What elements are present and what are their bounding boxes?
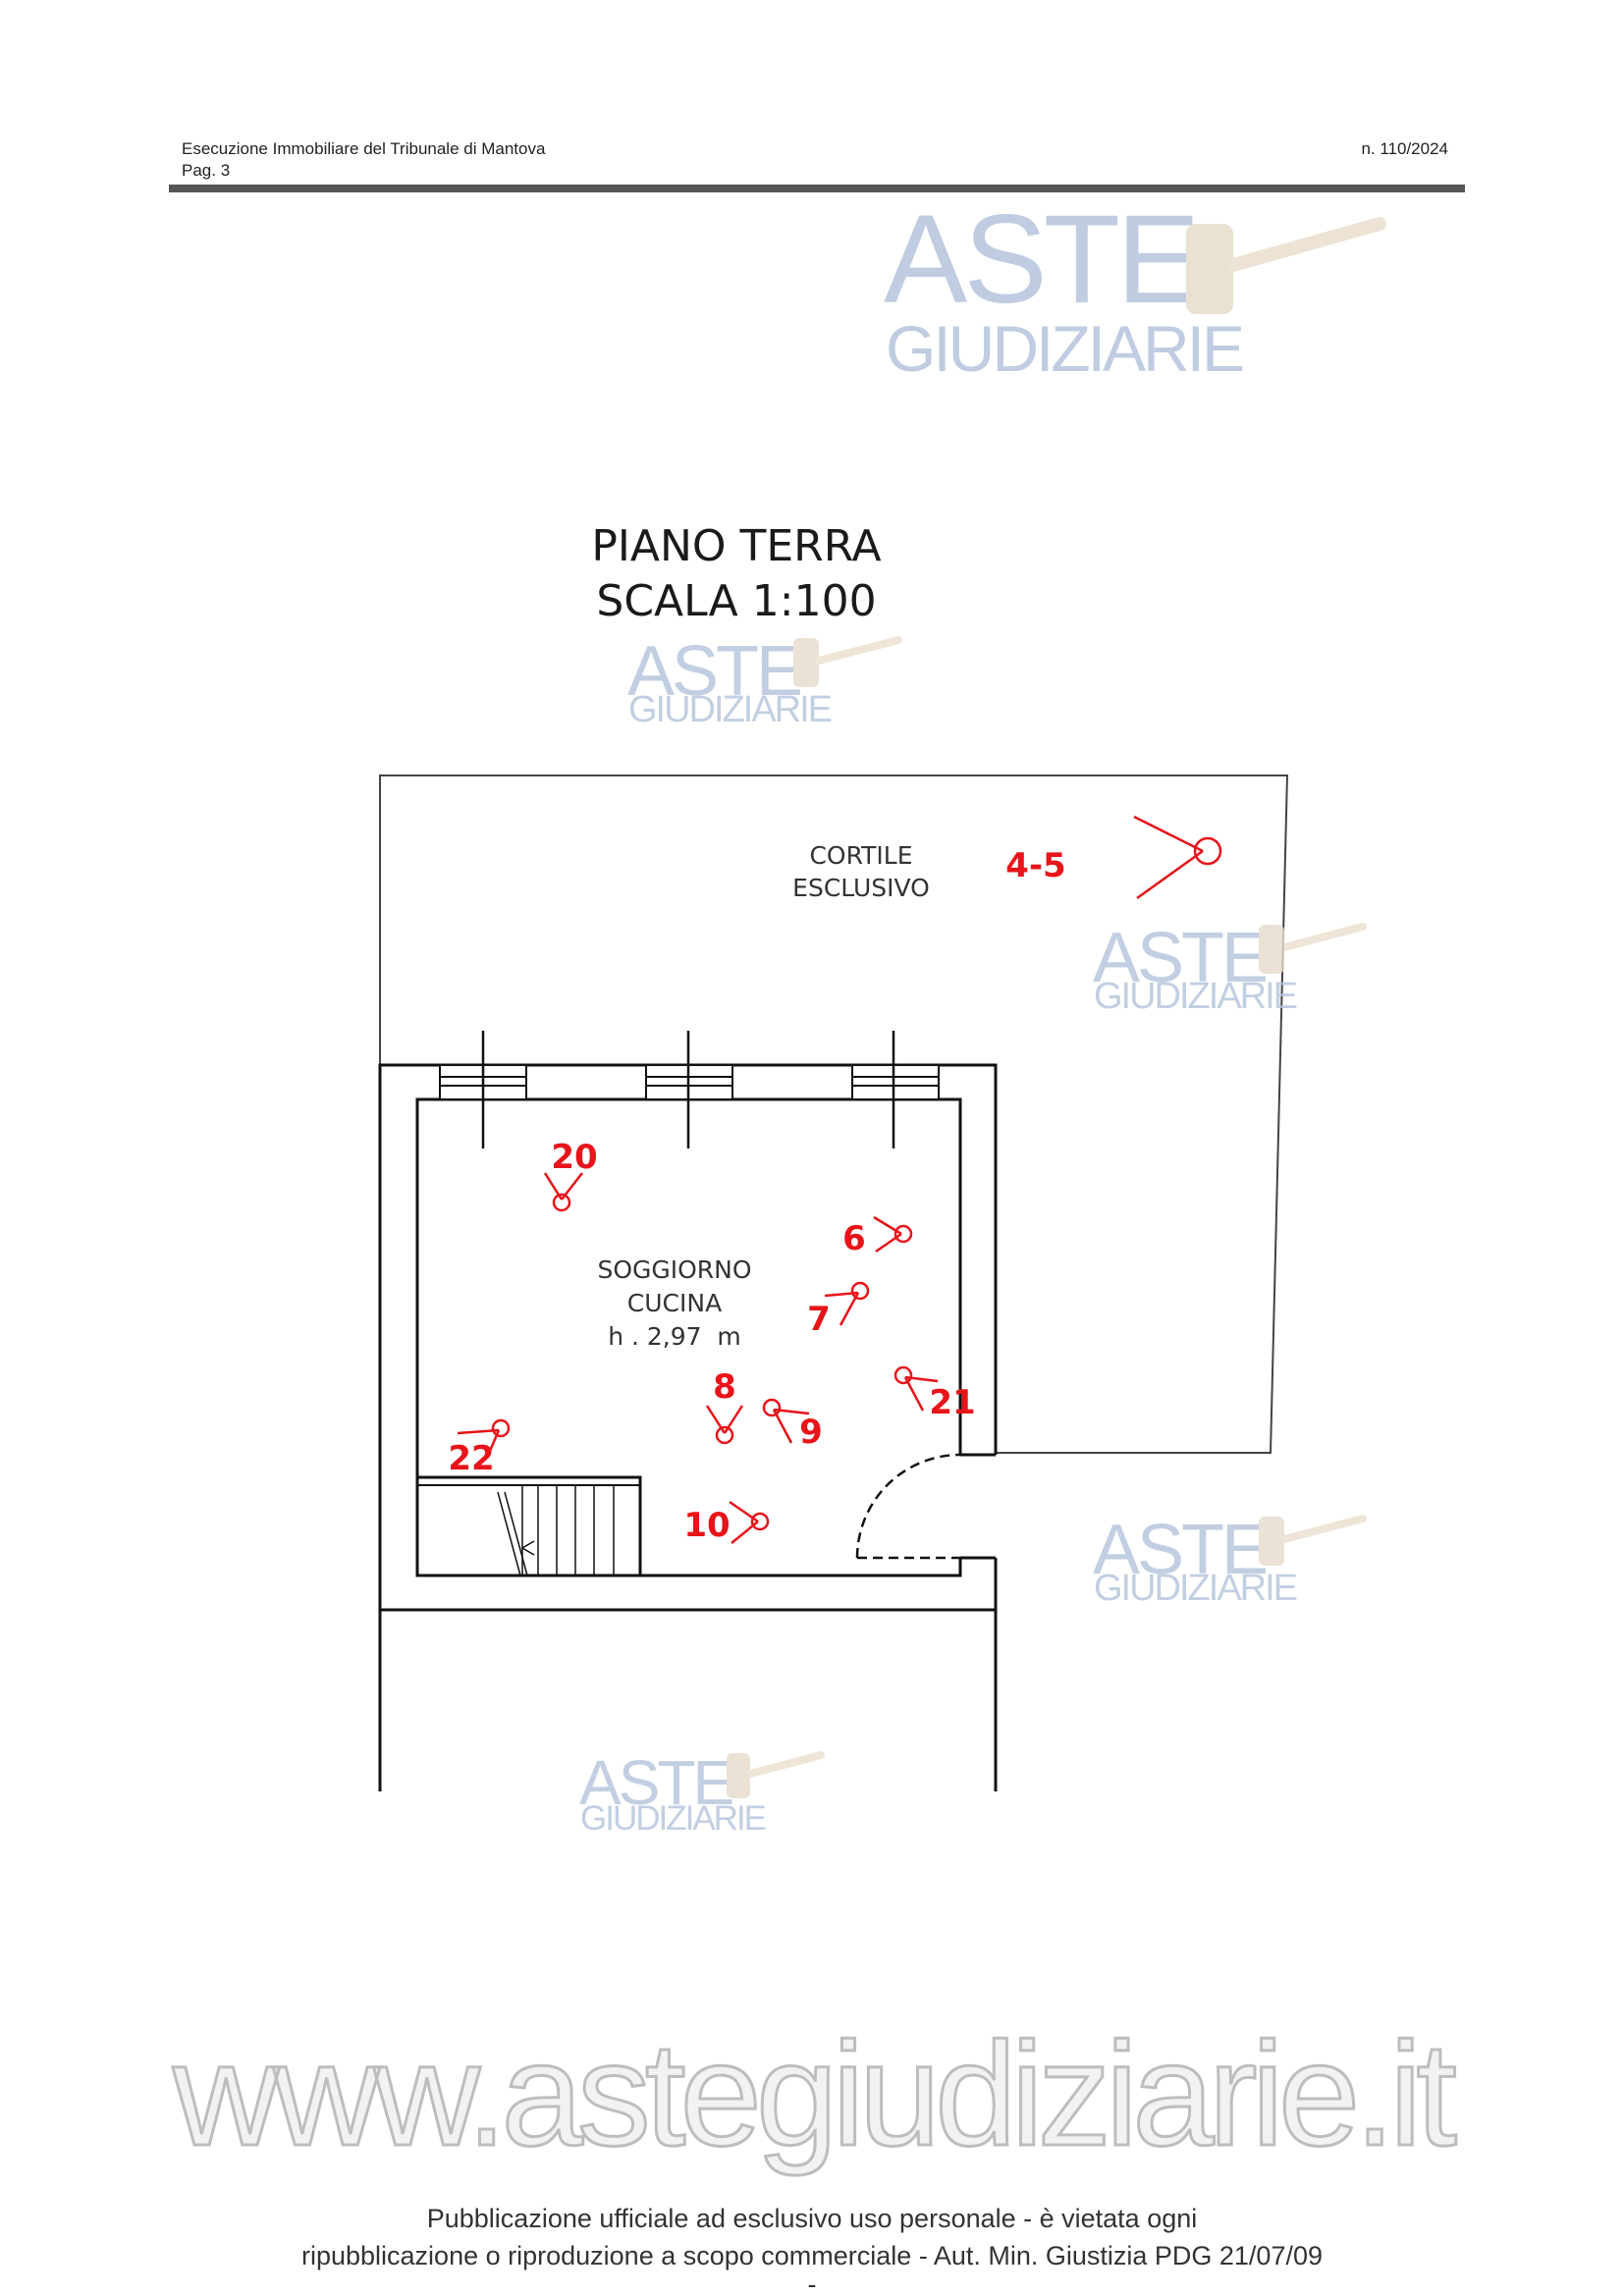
gavel-icon [727, 1753, 750, 1798]
photo-point-label: 7 [807, 1300, 831, 1339]
courtyard-label-2: ESCLUSIVO [792, 874, 930, 902]
room-height: h . 2,97 m [608, 1322, 741, 1351]
case-number: n. 110/2024 [1361, 139, 1448, 158]
logo-text-giudiziarie: GIUDIZIARIE [886, 312, 1243, 385]
logo-text-aste: ASTE [1093, 919, 1266, 997]
page-number: Pag. 3 [182, 161, 230, 180]
courtyard-label: CORTILE [809, 841, 912, 870]
footer-notice-line1: Pubblicazione ufficiale ad esclusivo uso… [427, 2204, 1198, 2233]
camera-icon [729, 1500, 770, 1544]
aste-logo-watermark: ASTE GIUDIZIARIE [1093, 919, 1367, 1017]
camera-icon [543, 1172, 583, 1212]
logo-text-aste: ASTE [884, 189, 1196, 330]
photo-point-label: 10 [683, 1506, 730, 1545]
footer-dash: - [808, 2269, 817, 2296]
gavel-icon [1186, 217, 1386, 314]
floor-plan: CORTILE ESCLUSIVO SOGGIORNO CUCINA h . 2… [378, 774, 1289, 1791]
photo-point-label: 20 [551, 1138, 597, 1177]
room-label: SOGGIORNO [597, 1255, 751, 1284]
room-label-2: CUCINA [627, 1289, 722, 1317]
photo-point-label: 9 [799, 1413, 823, 1452]
logo-text-aste: ASTE [579, 1747, 731, 1818]
gavel-icon [1259, 1517, 1284, 1566]
courtyard-boundary [379, 774, 1289, 1454]
site-url-watermark: www.astegiudiziarie.it [172, 2011, 1456, 2176]
aste-logo-watermark: ASTE GIUDIZIARIE [627, 632, 902, 730]
header-rule [169, 185, 1465, 192]
aste-logo-watermark: ASTE GIUDIZIARIE [1093, 1511, 1367, 1609]
logo-text-giudiziarie: GIUDIZIARIE [628, 689, 832, 730]
footer-notice-line2: ripubblicazione o riproduzione a scopo c… [301, 2241, 1323, 2270]
photo-point-label: 22 [448, 1439, 494, 1478]
photo-point-label: 6 [842, 1219, 866, 1258]
staircase [415, 1475, 642, 1577]
logo-text-giudiziarie: GIUDIZIARIE [1094, 976, 1297, 1017]
camera-icon [873, 1215, 913, 1254]
camera-icon [1133, 815, 1222, 900]
camera-icon [893, 1365, 939, 1412]
camera-icon [705, 1405, 744, 1445]
door [855, 1453, 998, 1560]
logo-text-aste: ASTE [627, 632, 800, 711]
windows [439, 1031, 940, 1148]
aste-logo-watermark: ASTE GIUDIZIARIE [884, 189, 1386, 385]
photo-point-label: 4-5 [1005, 846, 1065, 885]
camera-icon [457, 1418, 511, 1459]
logo-text-giudiziarie: GIUDIZIARIE [580, 1799, 766, 1838]
gavel-icon [1259, 925, 1284, 974]
plan-title: PIANO TERRA [591, 521, 881, 571]
logo-text-aste: ASTE [1093, 1511, 1266, 1589]
photo-point-label: 21 [929, 1383, 975, 1422]
logo-text-giudiziarie: GIUDIZIARIE [1094, 1568, 1297, 1609]
photo-point-label: 8 [713, 1367, 736, 1407]
plan-scale: SCALA 1:100 [596, 576, 876, 626]
header-title: Esecuzione Immobiliare del Tribunale di … [182, 139, 546, 158]
gavel-icon [793, 638, 819, 687]
camera-icon [762, 1398, 810, 1444]
camera-icon [824, 1281, 870, 1326]
aste-logo-watermark: ASTE GIUDIZIARIE [579, 1747, 825, 1838]
